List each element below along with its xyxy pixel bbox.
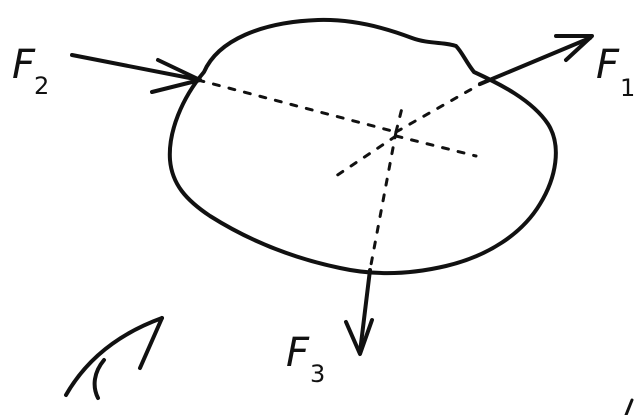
force-label-f3-subscript: 3 (310, 360, 325, 388)
force-label-f2: F 2 (12, 42, 49, 100)
force-f3-arrow (344, 268, 374, 356)
construction-line-right (394, 134, 478, 158)
force-f2-arrow (70, 53, 202, 94)
line-of-action-f1 (394, 80, 486, 134)
construction-line-upper (394, 106, 404, 134)
force-label-f3: F 3 (286, 330, 325, 388)
force-label-f1-subscript: 1 (620, 74, 635, 102)
force-f1-arrow (478, 34, 594, 86)
lines-of-action (196, 78, 486, 272)
line-of-action-f3 (368, 130, 398, 272)
force-label-f1-symbol: F (596, 42, 620, 88)
rigid-body-outline (167, 17, 558, 276)
corner-mark (624, 398, 634, 415)
line-of-action-f2 (196, 78, 398, 134)
force-label-f1: F 1 (596, 42, 635, 102)
rotation-arrow (64, 316, 164, 400)
force-label-f2-symbol: F (12, 42, 36, 88)
force-label-f3-symbol: F (286, 330, 310, 376)
force-label-f2-subscript: 2 (34, 72, 49, 100)
construction-line-left (334, 134, 398, 178)
